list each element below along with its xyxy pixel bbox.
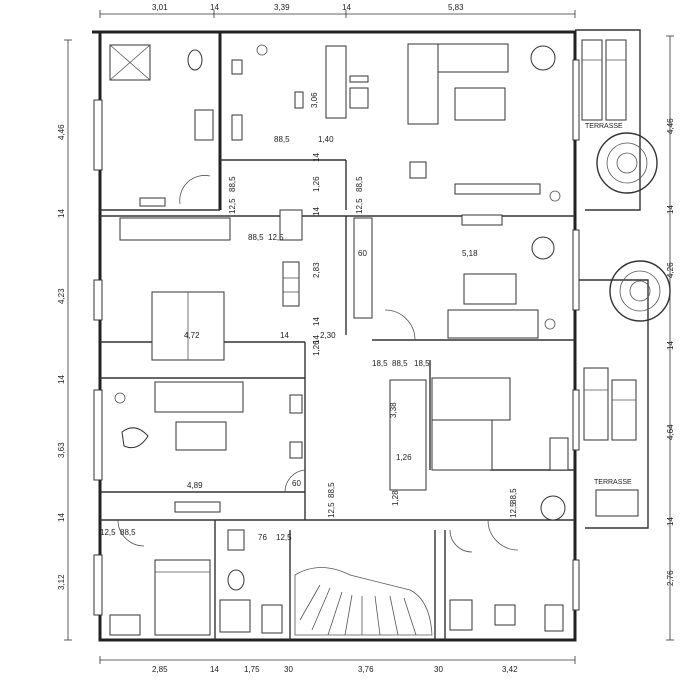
inner-dim-230: 2,30 — [320, 331, 336, 340]
dim-top-2: 14 — [210, 3, 219, 12]
inner-dim-185b: 18,5 — [414, 359, 430, 368]
dim-top-3: 3,39 — [274, 3, 290, 12]
terrace-bottom-label: TERRASSE — [594, 479, 632, 486]
inner-dim-14e: 14 — [312, 335, 321, 344]
inner-dim-185a: 18,5 — [372, 359, 388, 368]
furniture — [109, 43, 569, 636]
inner-dim-472: 4,72 — [184, 331, 200, 340]
inner-dim-518: 5,18 — [462, 249, 478, 258]
dim-top-1: 3,01 — [152, 3, 168, 12]
dim-right-7: 2,76 — [666, 570, 675, 586]
inner-dim-885c: 88,5 — [228, 176, 237, 192]
inner-dim-125e: 12,5 — [509, 502, 518, 518]
dim-left-5: 3,63 — [57, 442, 66, 458]
dim-bottom-4: 30 — [284, 665, 293, 674]
terrace-top-label: TERRASSE — [585, 123, 623, 130]
inner-dim-125a: 12,5 — [355, 198, 364, 214]
inner-dim-885h: 88,5 — [120, 528, 136, 537]
dim-left-2: 14 — [57, 209, 66, 218]
inner-dim-338: 3,38 — [389, 402, 398, 418]
inner-dim-125b: 12,5 — [228, 198, 237, 214]
dim-right-2: 14 — [666, 205, 675, 214]
dim-right-3: 4,26 — [666, 262, 675, 278]
inner-dim-14b: 14 — [312, 207, 321, 216]
dim-left-3: 4,23 — [57, 288, 66, 304]
dim-left-1: 4,46 — [57, 124, 66, 140]
dim-right-1: 4,46 — [666, 118, 675, 134]
dim-bottom-1: 2,85 — [152, 665, 168, 674]
dim-left-7: 3,12 — [57, 574, 66, 590]
dim-bottom-2: 14 — [210, 665, 219, 674]
dim-bottom-5: 3,76 — [358, 665, 374, 674]
inner-dim-885g: 88,5 — [509, 488, 518, 504]
inner-dim-128: 1,28 — [391, 490, 400, 506]
dim-right-4: 14 — [666, 341, 675, 350]
inner-dim-489: 4,89 — [187, 481, 203, 490]
inner-dim-125c: 12,5 — [268, 233, 284, 242]
inner-dim-885e: 88,5 — [392, 359, 408, 368]
windows — [93, 59, 580, 616]
terrace-bottom — [583, 260, 671, 517]
dim-left-6: 14 — [57, 513, 66, 522]
inner-dim-283: 2,83 — [312, 262, 321, 278]
dim-bottom-6: 30 — [434, 665, 443, 674]
dim-bottom-3: 1,75 — [244, 665, 260, 674]
inner-dim-125g: 12,5 — [276, 533, 292, 542]
inner-dim-126a: 1,26 — [312, 176, 321, 192]
inner-dim-14d: 14 — [280, 331, 289, 340]
dim-left-4: 14 — [57, 375, 66, 384]
dimension-lines — [64, 10, 674, 664]
inner-dim-306: 3,06 — [310, 92, 319, 108]
inner-dim-14c: 14 — [312, 317, 321, 326]
dim-top-5: 5,83 — [448, 3, 464, 12]
inner-dim-885f: 88,5 — [327, 482, 336, 498]
terrace-top — [581, 39, 658, 194]
inner-dim-126b: 1,26 — [312, 340, 321, 356]
inner-dim-125f: 12,5 — [100, 528, 116, 537]
dim-right-6: 14 — [666, 517, 675, 526]
inner-dim-140: 1,40 — [318, 135, 334, 144]
inner-dim-885b: 88,5 — [355, 176, 364, 192]
inner-dim-885a: 88,5 — [274, 135, 290, 144]
inner-dim-885d: 88,5 — [248, 233, 264, 242]
inner-dim-14a: 14 — [312, 153, 321, 162]
inner-dim-60b: 60 — [292, 479, 301, 488]
dim-right-5: 4,64 — [666, 424, 675, 440]
inner-dim-60a: 60 — [358, 249, 367, 258]
inner-dim-126c: 1,26 — [396, 453, 412, 462]
dim-bottom-7: 3,42 — [502, 665, 518, 674]
inner-dim-125d: 12,5 — [327, 502, 336, 518]
inner-dim-76: 76 — [258, 533, 267, 542]
dim-top-4: 14 — [342, 3, 351, 12]
